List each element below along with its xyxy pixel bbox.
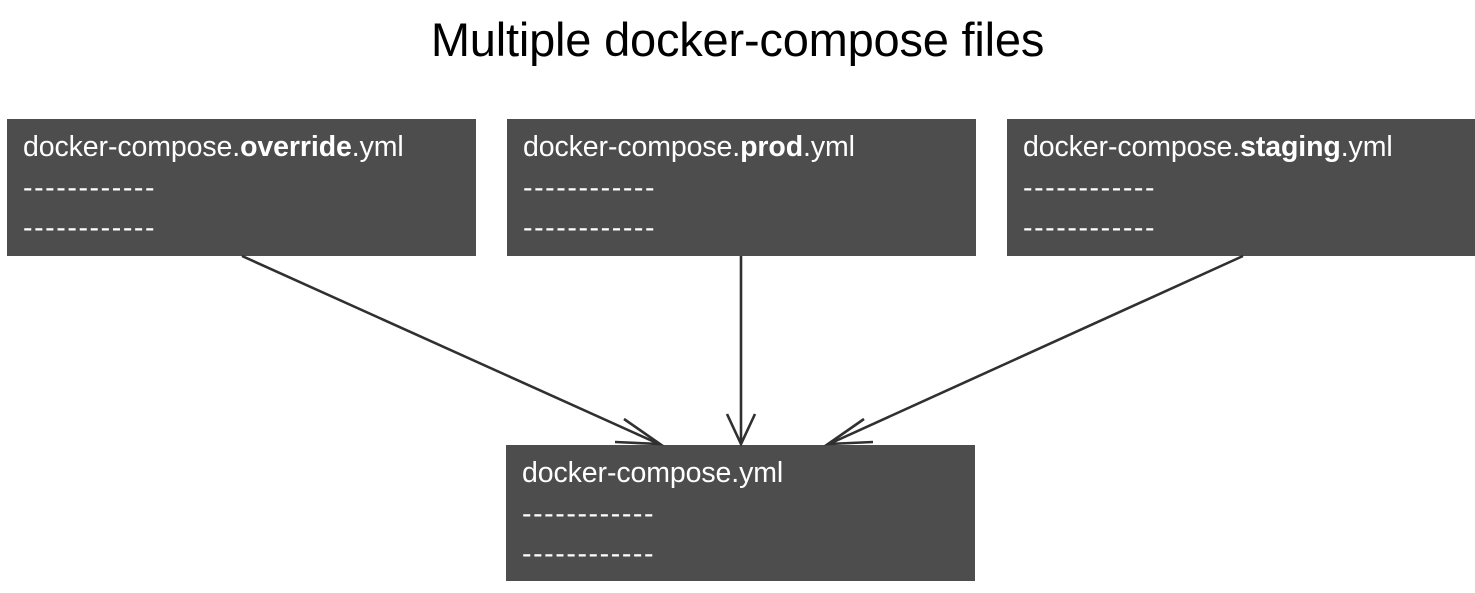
file-name-override-suffix: .yml: [351, 131, 404, 163]
arrow-override-to-base-shaft: [241, 254, 660, 446]
arrow-prod-to-base-head: [725, 413, 757, 448]
file-name-prod: docker-compose.prod.yml: [523, 127, 855, 167]
file-content-dash-line-2: ------------: [523, 212, 657, 244]
arrow-override-to-base-head: [614, 417, 665, 446]
file-content-dash-line-2: ------------: [23, 212, 157, 244]
file-name-override: docker-compose.override.yml: [23, 127, 404, 167]
file-name-override-prefix: docker-compose.: [23, 131, 241, 163]
file-name-base-prefix: docker-compose.yml: [522, 457, 784, 489]
file-box-staging[interactable]: docker-compose.staging.yml ------------ …: [1007, 119, 1475, 256]
file-content-dash-line-1: ------------: [1023, 172, 1157, 204]
file-name-staging: docker-compose.staging.yml: [1023, 127, 1393, 167]
file-name-staging-emphasis: staging: [1240, 131, 1341, 163]
file-box-base[interactable]: docker-compose.yml ------------ --------…: [506, 445, 975, 581]
arrow-override-to-base: [241, 254, 665, 446]
file-name-prod-prefix: docker-compose.: [523, 131, 741, 163]
file-name-prod-suffix: .yml: [803, 131, 855, 163]
arrow-staging-to-base-head: [823, 417, 874, 446]
file-name-override-emphasis: override: [240, 131, 352, 163]
file-content-dash-line-1: ------------: [23, 172, 157, 204]
file-name-staging-prefix: docker-compose.: [1023, 131, 1241, 163]
file-box-override[interactable]: docker-compose.override.yml ------------…: [7, 119, 476, 256]
file-content-dash-line-1: ------------: [522, 498, 656, 530]
file-name-prod-emphasis: prod: [740, 131, 804, 163]
file-content-dash-line-2: ------------: [1023, 212, 1157, 244]
file-box-prod[interactable]: docker-compose.prod.yml ------------ ---…: [507, 119, 976, 256]
file-name-staging-suffix: .yml: [1340, 131, 1393, 163]
arrow-staging-to-base-shaft: [828, 254, 1244, 446]
arrow-prod-to-base: [725, 256, 757, 448]
file-content-dash-line-1: ------------: [523, 172, 657, 204]
file-name-base: docker-compose.yml: [522, 453, 783, 493]
file-content-dash-line-2: ------------: [522, 538, 656, 570]
page-title: Multiple docker-compose files: [430, 13, 1045, 66]
arrow-staging-to-base: [823, 254, 1244, 446]
